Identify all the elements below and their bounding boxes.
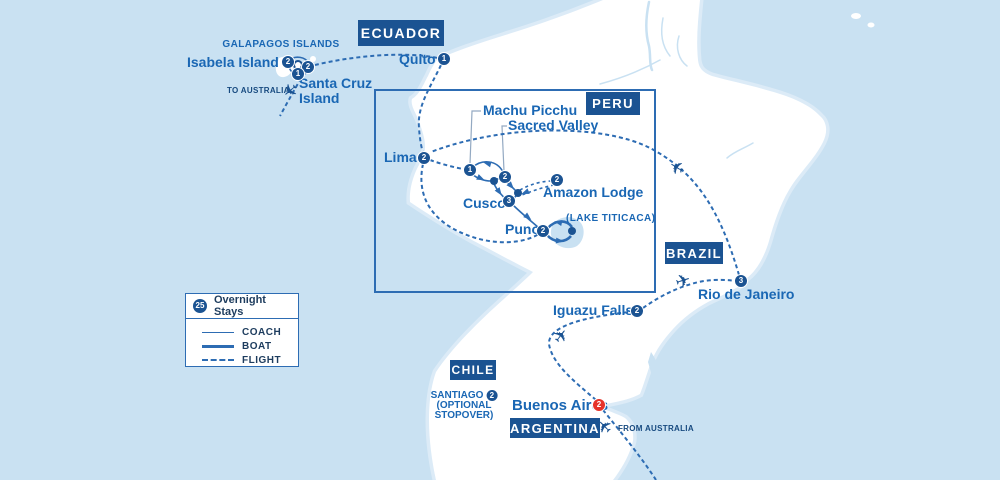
island-speck [627, 9, 633, 15]
legend-body: COACH BOAT FLIGHT [186, 319, 298, 367]
rio-de-janeiro-stays-badge: 3 [734, 274, 748, 288]
city-label-amazon-lodge: Amazon Lodge [543, 184, 644, 200]
flight-line-icon [202, 359, 234, 361]
city-label-cusco: Cusco [463, 195, 506, 211]
route-puno-lima [420, 163, 540, 244]
machu-picchu-stays-badge: 1 [463, 163, 477, 177]
city-label-buenos-aires: Buenos Aires [512, 397, 609, 414]
iguazu-falls-stays-badge: 2 [630, 304, 644, 318]
country-label-peru: PERU [586, 92, 640, 115]
santa-cruz-line1: Santa Cruz [299, 75, 373, 91]
flight-routes [279, 53, 740, 480]
santiago-note-line2: (OPTIONAL [436, 400, 492, 411]
amazon-lodge-stays-badge: 2 [550, 173, 564, 187]
country-label-ecuador: ECUADOR [358, 20, 444, 46]
city-label-isabela-island: Isabela Island [187, 54, 279, 70]
flight-label: FLIGHT [242, 354, 282, 366]
overnight-stays-label: Overnight Stays [214, 294, 266, 318]
peru-detail-inset-box [374, 89, 656, 293]
isabela-stays-badge: 2 [281, 55, 295, 69]
from-australia-note: FROM AUSTRALIA [618, 424, 694, 433]
santiago-note-line3: STOPOVER) [434, 410, 494, 421]
galapagos-islands-label: GALAPAGOS ISLANDS [222, 39, 340, 50]
lake-titicaca-stop-dot [568, 227, 576, 235]
coach-line-icon [202, 331, 234, 333]
route-santa-cruz-quito [314, 53, 439, 66]
quito-stays-badge: 1 [437, 52, 451, 66]
buenos-aires-stays-badge: 2 [592, 398, 606, 412]
santa-cruz-line2: Island [299, 90, 340, 106]
island-speck [851, 13, 861, 19]
country-label-argentina: ARGENTINA [510, 418, 600, 438]
island-speck [867, 22, 875, 28]
sacred-valley-stays-badge: 2 [498, 170, 512, 184]
city-label-quito: Quito [399, 51, 436, 67]
city-label-santa-cruz-island: Santa Cruz Island [299, 76, 372, 106]
route-rio-lima [430, 129, 740, 276]
country-label-brazil: BRAZIL [665, 242, 723, 264]
machu-picchu-callout-line [469, 110, 481, 165]
coach-label: COACH [242, 326, 282, 338]
puno-stays-badge: 2 [536, 224, 550, 238]
sacred-valley-callout-line [501, 125, 507, 172]
santiago-stays-badge: 2 [486, 390, 498, 401]
route-stop-dot [514, 189, 522, 197]
city-label-machu-picchu: Machu Picchu [483, 102, 578, 118]
legend-row-boat: BOAT [202, 339, 298, 353]
overnight-stays-count-badge: 25 [193, 299, 207, 313]
callout-lines [469, 110, 507, 172]
cusco-stays-badge: 3 [502, 194, 516, 208]
city-label-iguazu-falls: Iguazu Falls [553, 302, 634, 318]
city-label-lima: Lima [384, 149, 417, 165]
south-america-landmass [409, 0, 827, 480]
river-lines [599, 0, 754, 159]
city-label-puno: Puno [505, 221, 540, 237]
coastal-lagoon [648, 352, 662, 393]
galapagos-first-night-badge: 1 [291, 67, 305, 81]
lima-stays-badge: 2 [417, 151, 431, 165]
legend-row-coach: COACH [202, 325, 298, 339]
boat-label: BOAT [242, 340, 272, 352]
lake-titicaca-label: (LAKE TITICACA) [566, 213, 656, 224]
route-stop-dot [490, 177, 498, 185]
route-lima-cusco [429, 159, 464, 170]
route-cusco-amazon-lodge [519, 180, 553, 191]
route-iguazu-rio [642, 278, 737, 309]
to-australia-note: TO AUSTRALIA [227, 86, 290, 95]
city-label-rio-de-janeiro: Rio de Janeiro [698, 286, 795, 302]
country-label-chile: CHILE [450, 360, 496, 380]
boat-line-icon [202, 344, 234, 348]
city-label-sacred-valley: Sacred Valley [508, 117, 599, 133]
legend-header: 25 Overnight Stays [186, 294, 298, 319]
legend-row-flight: FLIGHT [202, 353, 298, 367]
santiago-optional-stopover: SANTIAGO 2 (OPTIONAL STOPOVER) [431, 390, 498, 421]
santiago-label: SANTIAGO [430, 389, 484, 401]
legend: 25 Overnight Stays COACH BOAT FLIGHT [185, 293, 299, 367]
route-from-australia [602, 409, 657, 480]
route-quito-lima [417, 64, 442, 153]
route-arrows [476, 161, 564, 244]
